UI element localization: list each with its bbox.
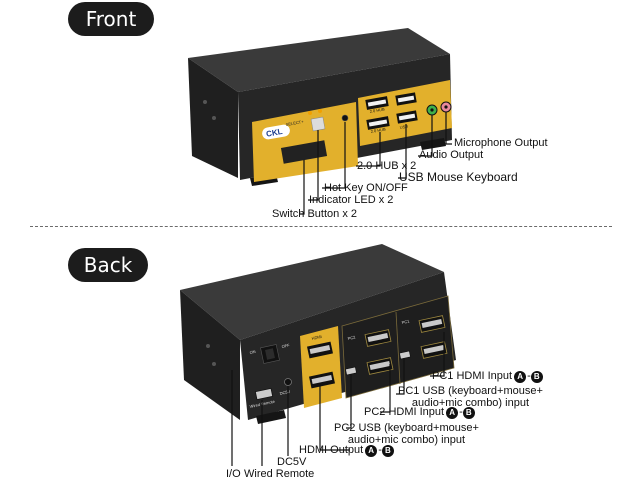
front-device: CKL SELECT+ 2.0 HUB 2.0 HUB USB [188,28,452,186]
pc2-usb-line2: audio+mic combo) input [347,434,465,446]
hub-bottom-text: 2.0 HUB [370,126,386,134]
remote-port [254,387,274,401]
badge-b-icon: B [462,406,475,419]
front-logo: CKL [265,127,283,139]
pc1-usb-input-label: PC1 USB (keyboard+mouse+ audio+mic combo… [398,385,543,409]
hotkey-label: Hot Key ON/OFF [324,182,408,194]
audio-output-label: Audio Output [419,149,484,161]
badge-a-icon: A [365,444,378,457]
back-device: ON OFF DC5V Wired Remote HDMI PC1 PC2 [180,244,456,424]
switch-off-text: OFF [281,342,290,349]
badge-dash: - [527,370,531,382]
pc1-usb-line1: PC1 USB (keyboard+mouse+ [398,385,543,397]
hdmi-out-text: HDMI [311,334,322,341]
front-leader-lines [300,112,452,215]
io-label: I/O [226,468,241,480]
led-1 [308,111,312,115]
hub-top-text: 2.0 HUB [369,106,385,114]
badge-a-icon: A [446,406,459,419]
pc2-usb-input-label: PC2 USB (keyboard+mouse+ audio+mic combo… [334,422,479,446]
front-section-label: Front [68,2,154,36]
switch-button-label: Switch Button x 2 [272,208,357,220]
dc-jack-text: DC5V [279,389,291,396]
hdmi-output-text: HDMI Output [299,444,364,456]
badge-b-icon: B [530,370,543,383]
usb-port-text: USB [399,124,408,130]
indicator-led-label: Indicator LED x 2 [309,194,394,206]
section-divider [30,226,612,227]
pc2-hdmi-input-label: PC2 HDMI Input A-B [364,406,475,419]
badge-dash: - [378,444,382,456]
led-2 [318,109,322,113]
hub-label: 2.0 HUB x 2 [357,160,417,172]
usb-mouse-keyboard-label: USB Mouse Keyboard [399,170,518,184]
wired-remote-label: Wired Remote [244,468,315,480]
hotkey-button [341,114,349,122]
pc2-port-text: PC2 [347,334,356,341]
pc1-hdmi-input-text: PC1 HDMI Input [432,370,513,382]
pc2-usb-line1: PC2 USB (keyboard+mouse+ [334,422,479,434]
pc1-port-text: PC1 [401,318,410,325]
badge-b-icon: B [381,444,394,457]
pc1-hdmi-input-label: PC1 HDMI Input A-B [432,370,543,383]
back-leader-lines [231,332,445,466]
dc-jack [284,378,292,386]
switch-on-text: ON [249,349,256,355]
dc5v-label: DC5V [277,456,307,468]
back-section-label: Back [68,248,148,282]
switch-button [310,116,326,132]
microphone-output-label: Microphone Output [454,137,548,149]
badge-a-icon: A [514,370,527,383]
hdmi-output-label: HDMI Output A-B [299,444,394,457]
badge-dash: - [459,406,463,418]
front-select-text: SELECT+ [285,119,304,127]
pc1-usb-line2: audio+mic combo) input [411,397,529,409]
pc2-hdmi-input-text: PC2 HDMI Input [364,406,445,418]
